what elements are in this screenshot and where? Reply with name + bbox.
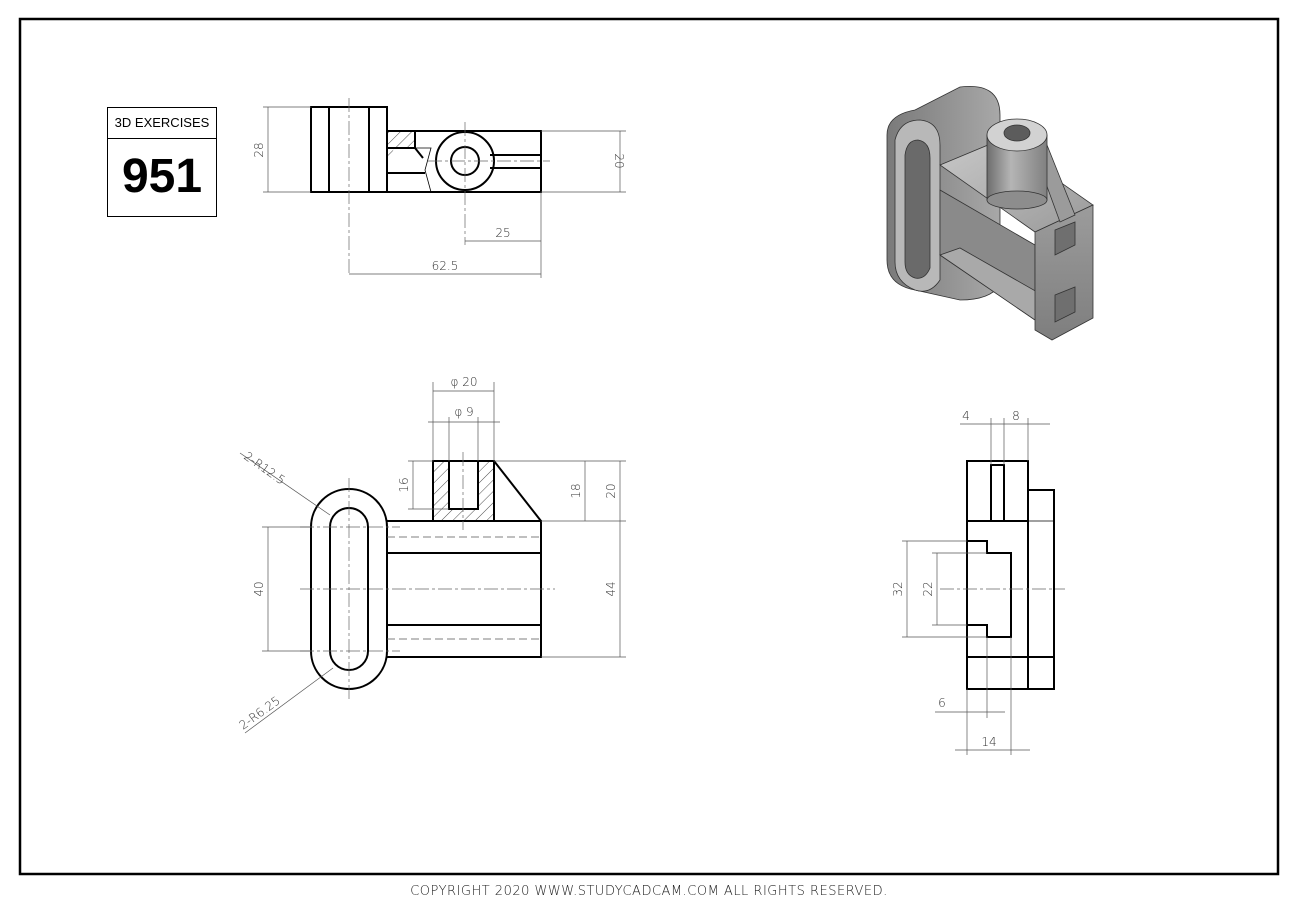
dim-side-22: 22 xyxy=(921,581,935,596)
title-caption: 3D EXERCISES xyxy=(108,108,216,139)
dim-front-44: 44 xyxy=(604,581,618,596)
title-block: 3D EXERCISES 951 xyxy=(107,107,217,217)
dim-front-20: 20 xyxy=(604,483,618,498)
dim-front-phi9: φ 9 xyxy=(454,405,473,419)
dim-side-32: 32 xyxy=(891,581,905,596)
dim-top-right: 20 xyxy=(612,153,626,168)
dim-side-8: 8 xyxy=(1012,409,1020,423)
dim-front-phi20: φ 20 xyxy=(451,375,478,389)
copyright-text: COPYRIGHT 2020 WWW.STUDYCADCAM.COM ALL R… xyxy=(410,884,888,899)
dim-side-14: 14 xyxy=(981,735,996,749)
dim-front-40: 40 xyxy=(252,581,266,596)
top-view: 28 20 25 62.5 xyxy=(252,98,626,278)
exercise-number: 951 xyxy=(121,150,203,203)
dim-side-6: 6 xyxy=(938,696,946,710)
front-view: φ 20 φ 9 16 18 20 44 40 2-R12.5 2-R6.25 xyxy=(237,375,626,734)
dim-front-r625: 2-R6.25 xyxy=(237,693,283,732)
dim-top-25: 25 xyxy=(495,226,510,240)
dim-front-r125: 2-R12.5 xyxy=(241,449,288,487)
sheet-border xyxy=(18,17,1280,876)
side-view: 4 8 32 22 6 14 xyxy=(891,409,1065,755)
dim-side-4: 4 xyxy=(962,409,970,423)
dim-top-height: 28 xyxy=(252,142,266,157)
dim-front-16: 16 xyxy=(397,477,411,492)
isometric-view xyxy=(886,85,1094,341)
dim-top-625: 62.5 xyxy=(432,259,459,273)
dim-front-18: 18 xyxy=(569,483,583,498)
